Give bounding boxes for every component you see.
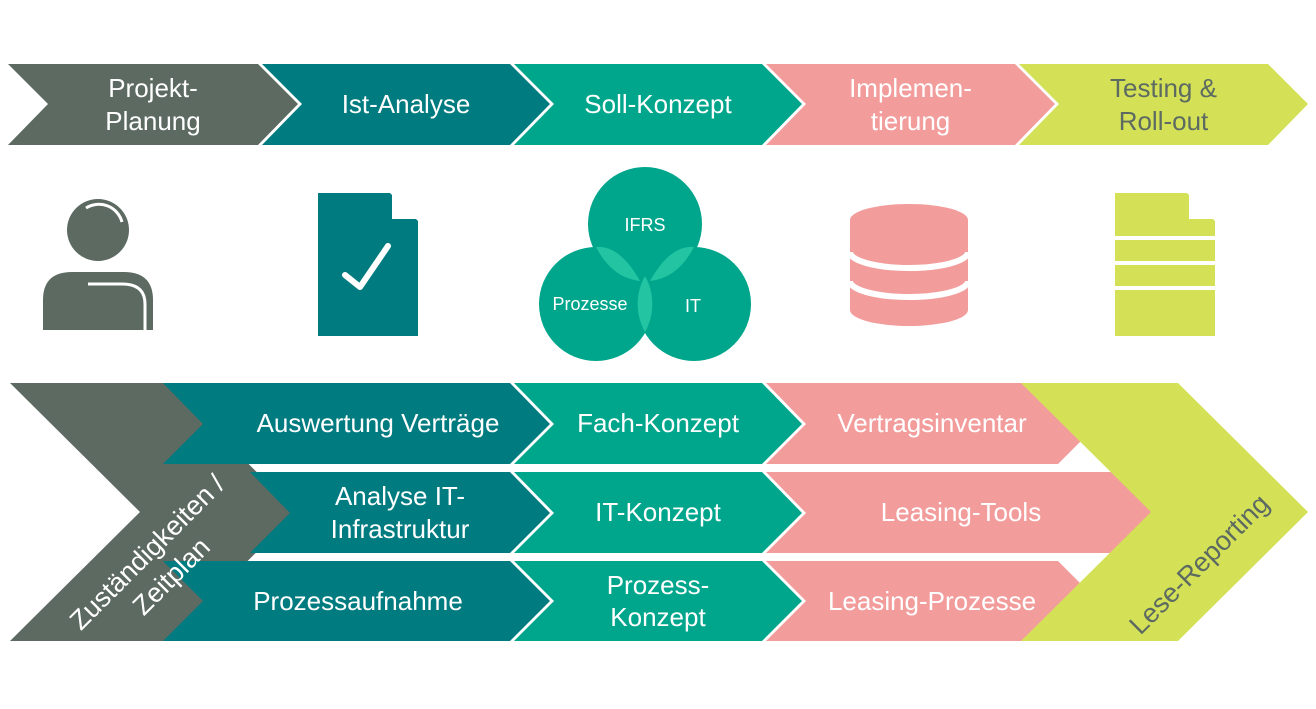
row-3-concept-label: Prozess- Konzept — [606, 569, 710, 633]
spreadsheet-document-icon — [1115, 193, 1215, 336]
row-2-analysis-chevron — [250, 472, 550, 553]
right-block-chevron — [1021, 383, 1308, 641]
phase-chevron-4 — [766, 64, 1055, 145]
row-3-implementation-chevron — [766, 561, 1098, 641]
venn-diagram-icon — [539, 167, 751, 361]
phase-label-4: Implemen- tierung — [849, 73, 972, 136]
row-2-concept-chevron — [514, 472, 802, 553]
phase-label-5: Testing & Roll-out — [1110, 73, 1217, 136]
row-3-implementation-label: Leasing-Prozesse — [827, 585, 1037, 616]
phase-chevron-3 — [514, 64, 802, 145]
row-3-analysis-label: Prozessaufnahme — [253, 585, 463, 616]
phase-chevron-2 — [262, 64, 550, 145]
venn-label-left: Prozesse — [552, 293, 628, 314]
phase-chevron-5 — [1019, 64, 1308, 145]
person-icon — [43, 199, 153, 330]
row-3-concept-chevron — [514, 561, 802, 641]
row-1-implementation-chevron — [766, 383, 1098, 464]
row-2-implementation-label: Leasing-Tools — [880, 497, 1042, 528]
venn-label-top: IFRS — [624, 214, 666, 235]
document-check-icon — [318, 193, 418, 336]
row-1-concept-chevron — [514, 383, 802, 464]
row-1-analysis-label: Auswertung Verträge — [256, 408, 500, 439]
phase-chevron-1 — [8, 64, 298, 145]
row-1-concept-label: Fach-Konzept — [577, 408, 739, 439]
database-icon — [847, 204, 971, 326]
row-2-concept-label: IT-Konzept — [595, 497, 721, 528]
row-2-analysis-label: Analyse IT- Infrastruktur — [330, 481, 470, 544]
row-3-analysis-chevron — [163, 561, 550, 641]
phase-label-2: Ist-Analyse — [341, 89, 471, 120]
row-1-implementation-label: Vertragsinventar — [837, 408, 1027, 439]
row-1-analysis-chevron — [163, 383, 550, 464]
venn-label-right: IT — [685, 295, 701, 316]
phase-label-1: Projekt- Planung — [105, 73, 201, 136]
row-2-implementation-chevron — [766, 472, 1161, 553]
phase-label-3: Soll-Konzept — [584, 89, 732, 120]
